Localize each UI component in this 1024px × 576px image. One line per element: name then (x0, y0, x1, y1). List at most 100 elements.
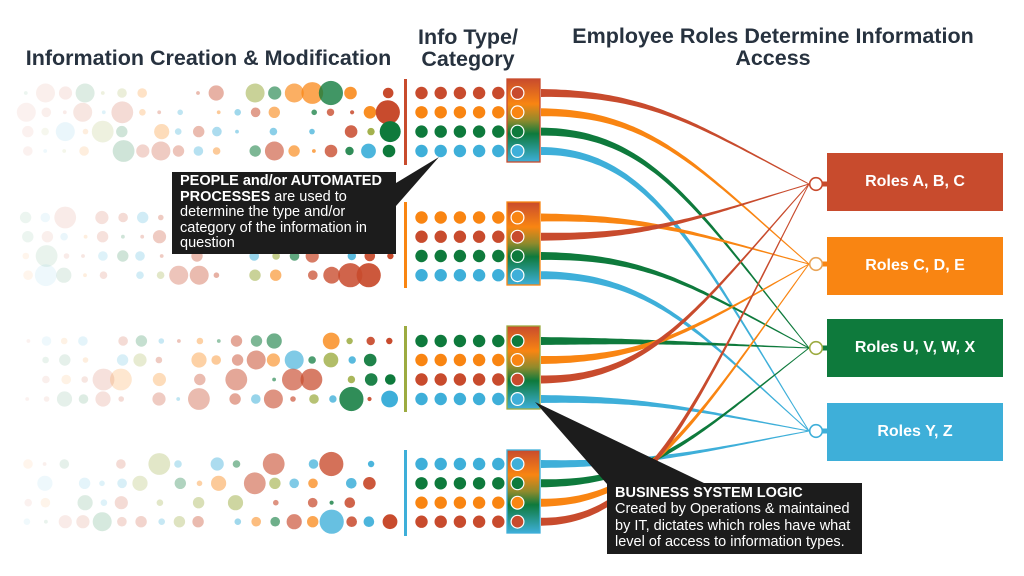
category-node-circle (510, 249, 525, 264)
info-bubble (308, 270, 318, 281)
information-bubbles (16, 80, 401, 534)
callout-logic-bold: BUSINESS SYSTEM LOGIC (615, 485, 803, 501)
info-bubble (116, 459, 126, 469)
info-type-dot (453, 373, 467, 386)
info-bubble (156, 499, 164, 507)
info-type-dot (415, 211, 428, 224)
info-type-dot (453, 249, 467, 263)
info-bubble (289, 478, 300, 489)
info-bubble (73, 102, 93, 122)
info-bubble (121, 234, 125, 239)
info-type-dot (492, 144, 505, 158)
info-type-dot (415, 353, 428, 367)
info-bubble (173, 516, 186, 528)
info-type-dot (453, 477, 467, 490)
info-bubble (382, 144, 396, 158)
info-bubble (58, 86, 73, 100)
info-type-dot (453, 496, 467, 509)
category-node-circle (510, 229, 525, 244)
category-node-circle (510, 124, 525, 139)
info-bubble (363, 516, 375, 527)
info-bubble (361, 143, 376, 159)
info-bubble (59, 354, 71, 366)
info-bubble (158, 338, 165, 344)
info-type-dot (434, 230, 447, 243)
info-bubble (95, 210, 109, 225)
info-bubble (286, 514, 302, 530)
access-flow-line (541, 430, 810, 468)
info-bubble (159, 254, 164, 258)
info-bubble (232, 460, 241, 468)
info-bubble (156, 271, 165, 280)
info-bubble (375, 100, 400, 125)
info-bubble (158, 214, 164, 221)
info-bubble (63, 253, 70, 259)
info-bubble (92, 368, 115, 391)
info-bubble (268, 86, 282, 100)
info-bubble (273, 499, 279, 506)
info-bubble (266, 333, 282, 349)
info-bubble (100, 91, 105, 95)
info-bubble (264, 141, 284, 161)
info-bubble (192, 497, 205, 509)
info-type-dot (492, 477, 505, 490)
info-bubble (135, 335, 148, 347)
heading-roles-line2: Access (735, 46, 811, 70)
info-type-dot (472, 230, 486, 243)
info-type-dot (434, 249, 447, 263)
info-bubble (387, 252, 394, 260)
info-bubble (36, 83, 55, 103)
info-bubble (367, 127, 375, 136)
category-node-circle (510, 334, 525, 349)
info-bubble (363, 106, 377, 119)
info-bubble (322, 332, 340, 350)
info-bubble (139, 109, 146, 116)
info-bubble (43, 149, 48, 153)
info-bubble (366, 336, 375, 346)
heading-info-type-category: Info Type/ Category (408, 26, 528, 70)
info-type-dot (492, 249, 505, 263)
callout-people-processes: PEOPLE and/or AUTOMATED PROCESSES are us… (172, 172, 396, 254)
info-bubble (346, 337, 353, 345)
info-type-dot (434, 515, 447, 528)
info-bubble (191, 352, 207, 368)
info-bubble (309, 128, 315, 135)
info-bubble (234, 518, 242, 525)
info-bubble (135, 516, 147, 528)
info-bubble (381, 390, 398, 408)
info-bubble (151, 141, 171, 161)
info-bubble (270, 269, 282, 281)
info-bubble (152, 392, 166, 406)
info-type-dot (492, 373, 505, 386)
info-type-dot (492, 106, 505, 119)
info-bubble (363, 477, 376, 490)
info-bubble (41, 127, 49, 136)
info-bubble (269, 127, 278, 136)
info-bubble (23, 459, 33, 469)
info-bubble (282, 368, 304, 391)
info-bubble (40, 497, 51, 508)
info-bubble (319, 451, 344, 477)
info-bubble (75, 83, 95, 103)
info-bubble (78, 394, 89, 404)
info-bubble (59, 459, 70, 469)
info-bubble (344, 125, 358, 138)
info-bubble (110, 368, 132, 391)
info-type-dot (415, 86, 428, 100)
info-bubble (116, 354, 129, 366)
info-bubble (23, 270, 33, 281)
connector-stub (821, 428, 828, 434)
info-bubble (249, 145, 261, 157)
info-type-dot (472, 269, 486, 282)
access-flow-line (541, 395, 810, 432)
info-bubble (345, 146, 354, 156)
info-bubble (34, 264, 57, 287)
info-bubble (246, 350, 266, 370)
info-bubble (272, 377, 276, 382)
info-bubble (284, 350, 304, 370)
info-type-dot (492, 353, 505, 367)
info-bubble (91, 120, 114, 143)
info-bubble (152, 372, 166, 387)
info-bubble (350, 110, 355, 115)
info-bubble (338, 263, 363, 288)
